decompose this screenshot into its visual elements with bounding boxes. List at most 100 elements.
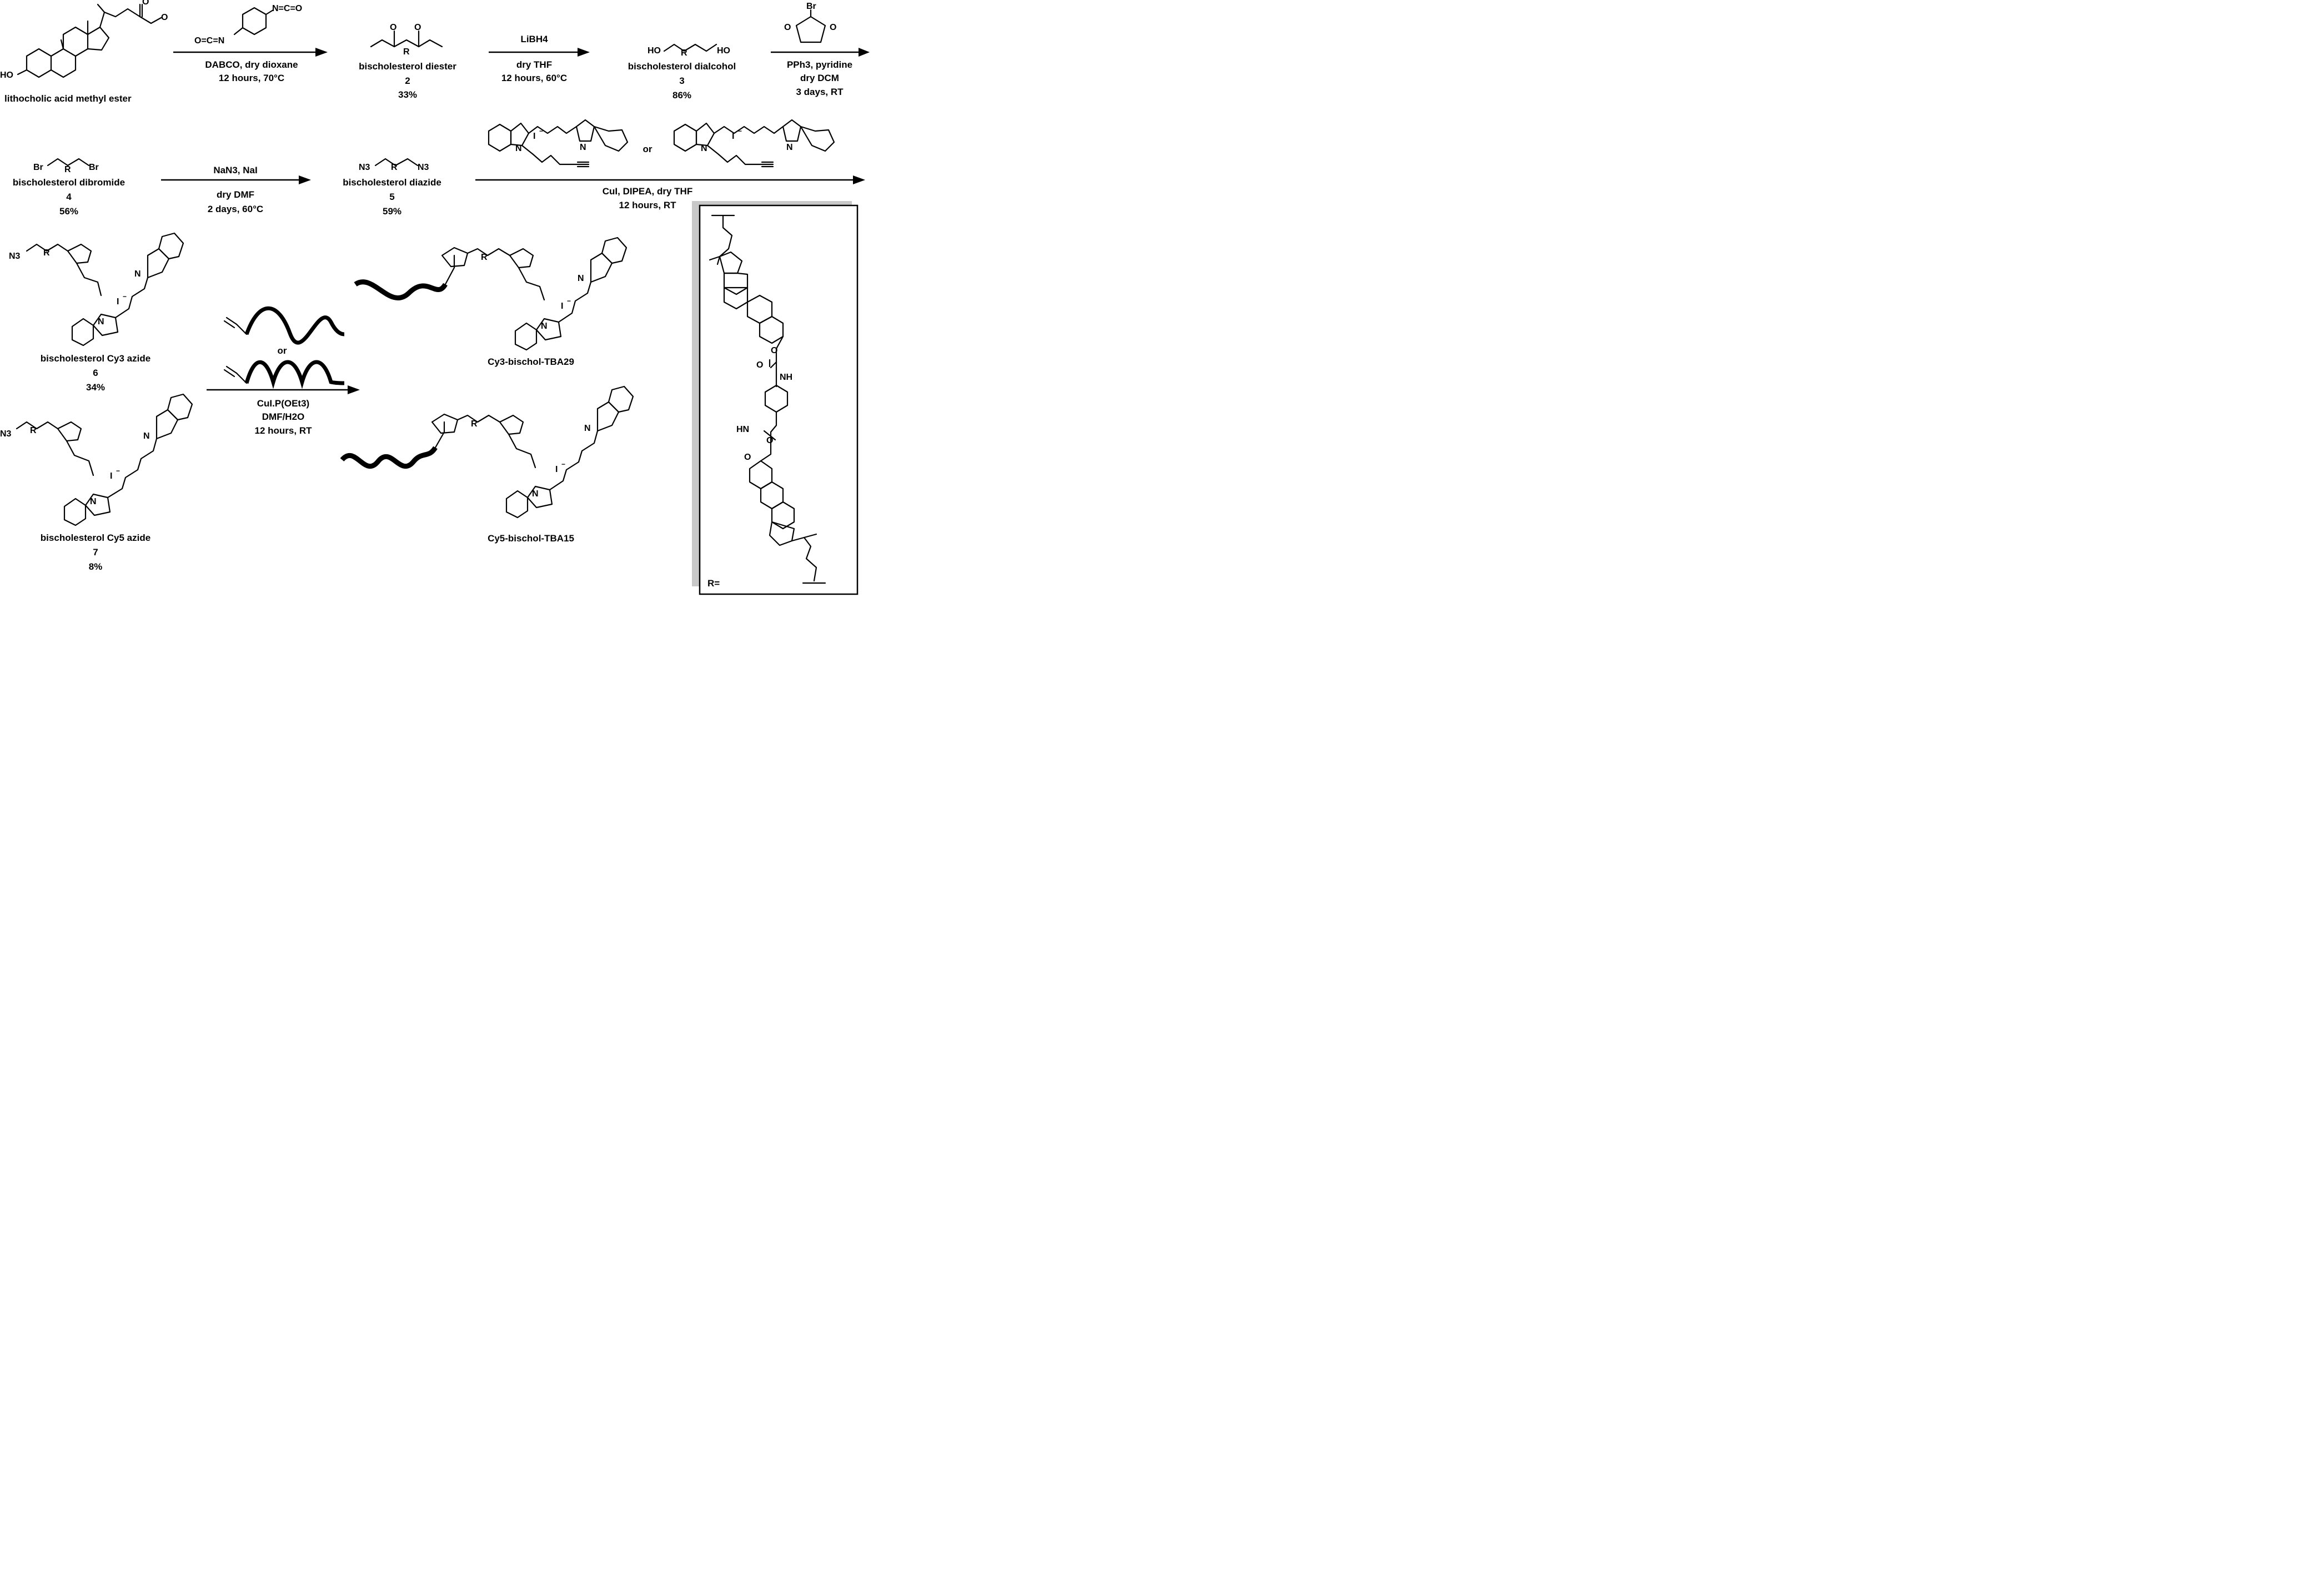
nbs-structure: Br O O <box>784 2 836 43</box>
iodide-charge: − <box>561 460 565 468</box>
compound-5-number: 5 <box>389 192 394 202</box>
step2-time: 12 hours, 60°C <box>501 73 567 83</box>
compound-4-number: 4 <box>66 192 72 202</box>
step6-time: 12 hours, RT <box>255 425 313 436</box>
compound-7-number: 7 <box>93 547 98 558</box>
iodide-ion: I <box>555 465 558 474</box>
diazide-structure: N3 N3 R <box>359 158 429 172</box>
step1-conditions: DABCO, dry dioxane <box>205 59 298 70</box>
nh-group: NH <box>780 373 792 382</box>
cy3-bischol-tba29-structure: R N N I − <box>354 237 628 351</box>
o-atom: O <box>766 436 773 445</box>
iodide-charge: − <box>123 293 127 300</box>
ho-atom: HO <box>647 46 661 56</box>
dna-or-label: or <box>278 345 287 356</box>
diester-structure: O O R <box>370 23 443 57</box>
r-group: R <box>481 253 488 262</box>
cy3-alkyne-dye-structure: N N I − <box>488 119 629 168</box>
hn-group: HN <box>736 425 749 434</box>
cy3-azide-structure: N3 R N N I − <box>9 232 184 346</box>
n3-group: N3 <box>359 163 370 172</box>
tba15-alkyne-dna <box>223 360 345 389</box>
ocn-group: O=C=N <box>194 36 224 46</box>
compound-6-yield: 34% <box>86 382 105 393</box>
n-atom: N <box>580 143 586 152</box>
n-atom: N <box>90 497 97 506</box>
n-atom: N <box>541 322 548 331</box>
reaction-arrow-1 <box>173 48 328 57</box>
n-atom: N <box>578 274 584 283</box>
compound-2-yield: 33% <box>398 89 417 100</box>
step6-catalyst: CuI.P(OEt3) <box>257 398 309 409</box>
step3-time: 3 days, RT <box>796 87 844 97</box>
o-atom: O <box>161 13 168 22</box>
compound-7-name: bischolesterol Cy5 azide <box>41 533 150 543</box>
o-atom: O <box>771 346 777 355</box>
reaction-arrow-4 <box>161 175 311 184</box>
n3-group: N3 <box>418 163 429 172</box>
n-atom: N <box>701 144 707 153</box>
lithocholic-acid-structure: HO O O <box>0 0 168 80</box>
compound-4-yield: 56% <box>59 206 78 217</box>
compound-6-name: bischolesterol Cy3 azide <box>41 353 150 364</box>
n-atom: N <box>143 431 150 441</box>
reaction-arrow-5 <box>475 175 865 184</box>
n3-group: N3 <box>9 252 21 261</box>
step4-reagent: NaN3, NaI <box>213 165 257 175</box>
iodide-ion: I <box>732 132 734 141</box>
compound-4-name: bischolesterol dibromide <box>13 177 125 188</box>
step2-solvent: dry THF <box>516 59 552 70</box>
br-atom: Br <box>33 163 43 172</box>
n-atom: N <box>532 489 539 499</box>
iodide-ion: I <box>533 132 535 141</box>
dye-or-label: or <box>643 144 652 154</box>
step6-solvent: DMF/H2O <box>262 411 305 422</box>
compound-3-number: 3 <box>679 76 684 86</box>
cy5-alkyne-dye-structure: N N I − <box>673 119 835 168</box>
iodide-charge: − <box>738 127 742 135</box>
compound-7-yield: 8% <box>89 561 103 572</box>
n-atom: N <box>98 317 104 327</box>
n-atom: N <box>515 144 522 153</box>
reaction-arrow-6 <box>207 385 360 394</box>
iodide-ion: I <box>110 471 112 481</box>
br-atom: Br <box>89 163 99 172</box>
diisocyanate-structure: N=C=O O=C=N <box>194 4 302 46</box>
nco-group: N=C=O <box>272 4 302 13</box>
n3-group: N3 <box>0 429 12 439</box>
n-atom: N <box>584 424 591 433</box>
step3-conditions: PPh3, pyridine <box>787 59 852 70</box>
start-material-label: lithocholic acid methyl ester <box>4 93 132 104</box>
o-atom: O <box>830 23 836 32</box>
step4-time: 2 days, 60°C <box>208 204 263 214</box>
scheme-canvas: HO O O lithocholic acid methyl ester N=C… <box>0 0 870 595</box>
r-group: R <box>391 163 398 172</box>
step2-reagent: LiBH4 <box>520 34 548 44</box>
iodide-charge: − <box>116 467 120 475</box>
compound-3-yield: 86% <box>672 90 691 101</box>
ho-atom: HO <box>0 71 13 80</box>
dibromide-structure: Br Br R <box>33 158 99 174</box>
reaction-arrow-2 <box>489 48 590 57</box>
iodide-ion: I <box>117 297 119 307</box>
r-group: R <box>471 419 478 429</box>
iodide-charge: − <box>539 127 543 135</box>
r-group: R <box>681 48 687 58</box>
compound-2-name: bischolesterol diester <box>359 61 456 72</box>
product-1-label: Cy3-bischol-TBA29 <box>488 356 574 367</box>
o-atom: O <box>390 23 396 32</box>
o-atom: O <box>414 23 421 32</box>
product-2-label: Cy5-bischol-TBA15 <box>488 533 574 544</box>
step3-solvent: dry DCM <box>800 73 839 83</box>
r-group: R <box>403 47 410 57</box>
r-group: R <box>30 426 37 435</box>
n-atom: N <box>134 269 141 279</box>
ho-atom: HO <box>717 46 730 56</box>
br-atom: Br <box>806 2 816 11</box>
compound-2-number: 2 <box>405 76 410 86</box>
step5-conditions: CuI, DIPEA, dry THF <box>603 186 692 197</box>
r-equals-label: R= <box>707 578 720 589</box>
compound-5-name: bischolesterol diazide <box>343 177 441 188</box>
iodide-ion: I <box>561 302 563 311</box>
o-atom: O <box>744 453 751 462</box>
